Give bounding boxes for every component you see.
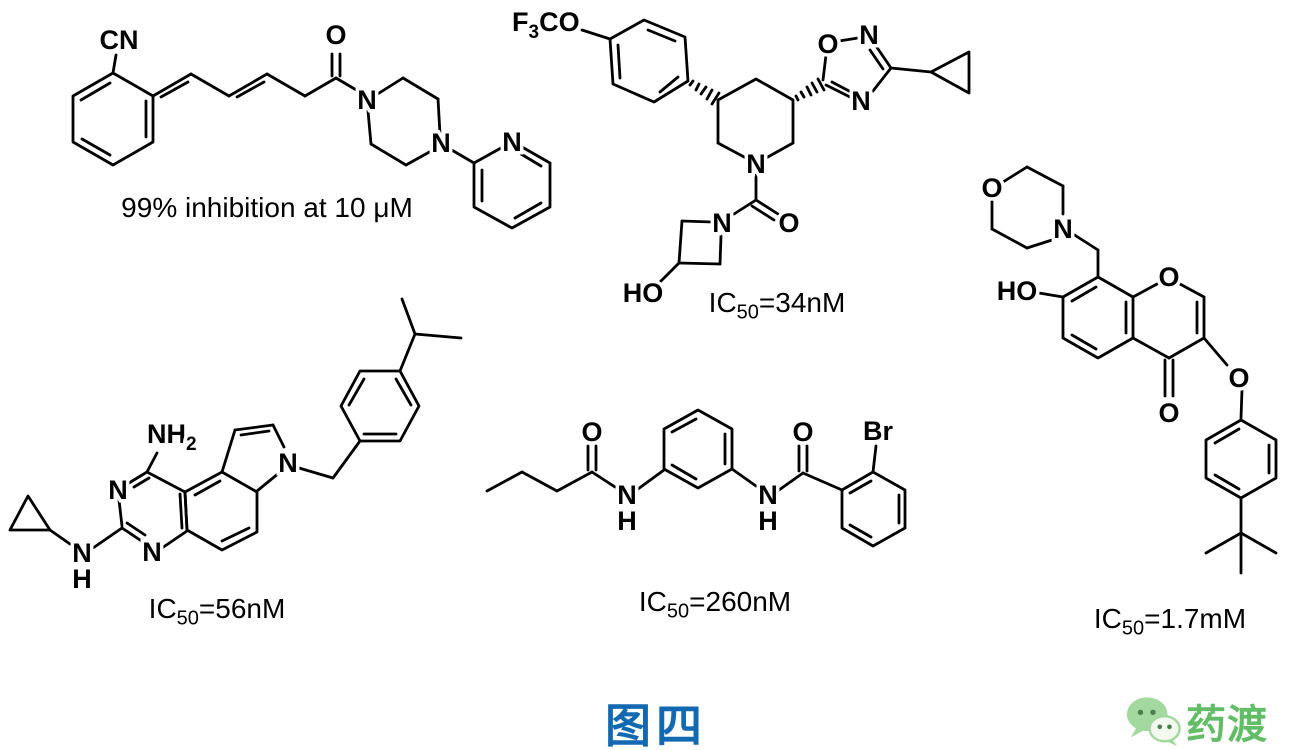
compound-1-bonds [71, 52, 552, 230]
compound-4-bonds [8, 297, 463, 552]
compound-3-caption: IC50=1.7mM [1093, 603, 1247, 640]
compound-5-caption: IC50=260nM [638, 586, 792, 623]
atom-label-amide2-o: O [792, 417, 813, 447]
figure-title: 图四 [605, 700, 707, 750]
compound-3-structure: O N HO O O O [978, 165, 1278, 575]
atom-label-ketone-o: O [1158, 398, 1179, 428]
atom-label-hydroxyl: HO [623, 278, 664, 308]
atom-label-ether-o: O [1228, 363, 1249, 393]
atom-label-amide2-h: H [758, 506, 778, 536]
compound-3-bonds [990, 165, 1278, 575]
compound-2-caption: IC50=34nM [708, 287, 846, 324]
compound-4-caption: IC50=56nM [148, 593, 286, 630]
wechat-speech-bubbles-icon [1126, 697, 1181, 747]
atom-label-piperazine-n2: N [431, 128, 451, 158]
compound-5-structure: O N H O N H Br [485, 408, 907, 548]
atom-label-amide2-n: N [758, 480, 778, 510]
compound-5-bonds [485, 408, 907, 548]
atom-label-morpholine-o: O [981, 173, 1002, 203]
atom-label-nh-n: N [72, 538, 92, 568]
atom-label-oxadiazole-o: O [817, 29, 838, 59]
atom-label-azetidine-n: N [712, 208, 732, 238]
compound-1-caption: 99% inhibition at 10 μM [121, 192, 413, 223]
atom-label-piperazine-n1: N [357, 85, 377, 115]
compound-1-structure: CN O N N N [71, 17, 552, 230]
atom-label-nitrile: CN [100, 25, 139, 55]
atom-label-amide1-o: O [581, 417, 602, 447]
compound-2-structure: F3CO O N N N O N HO [509, 4, 971, 312]
atom-label-piperidine-n: N [746, 149, 766, 179]
atom-label-bromo: Br [863, 416, 893, 446]
compound-4-structure: NH2 N N N H N [8, 297, 463, 598]
atom-label-hydroxyl: HO [997, 276, 1038, 306]
atom-label-pyrrole-n: N [278, 448, 298, 478]
atom-label-nh-h: H [72, 564, 92, 594]
atom-label-amine: NH2 [147, 419, 197, 455]
atom-label-amide1-n: N [617, 480, 637, 510]
atom-label-oxadiazole-n4: N [851, 86, 871, 116]
atom-label-carbonyl-o: O [778, 208, 799, 238]
compound-2-bonds [580, 18, 971, 284]
atom-label-carbonyl-o: O [325, 20, 346, 50]
atom-label-ocf3: F3CO [512, 7, 580, 43]
brand-watermark: 药渡 [1124, 692, 1284, 750]
atom-label-oxadiazole-n2: N [859, 20, 879, 50]
atom-label-pyrimidine-n3: N [108, 475, 128, 505]
atom-label-pyran-o: O [1158, 262, 1179, 292]
atom-label-pyridine-n: N [502, 127, 522, 157]
atom-label-pyrimidine-n1: N [142, 537, 162, 567]
atom-label-amide1-h: H [617, 506, 637, 536]
atom-label-morpholine-n: N [1053, 214, 1073, 244]
brand-name: 药渡 [1186, 703, 1268, 747]
